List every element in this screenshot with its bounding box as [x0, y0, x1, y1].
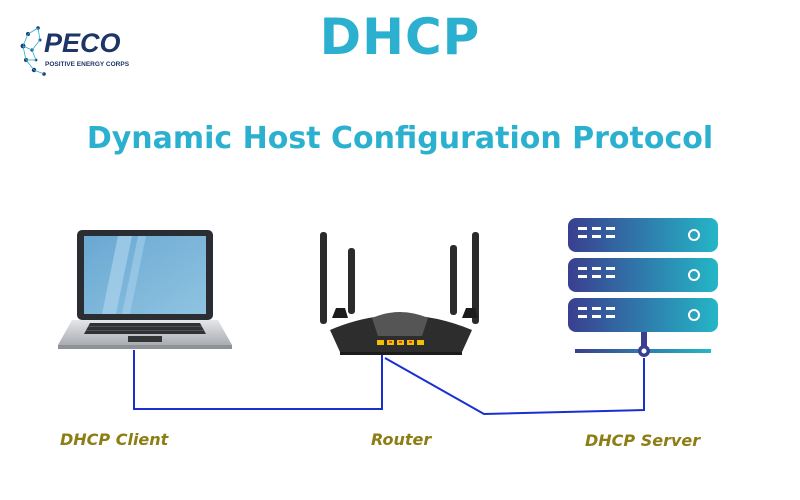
server-label: DHCP Server	[585, 431, 701, 450]
router-icon	[320, 232, 479, 355]
logo-tagline: POSITIVE ENERGY CORPS	[45, 61, 130, 68]
server-icon	[568, 218, 718, 357]
router-server-link	[384, 357, 645, 416]
server-unit	[568, 218, 718, 252]
server-unit	[568, 258, 718, 292]
peco-logo: PECO POSITIVE ENERGY CORPS	[18, 22, 158, 82]
laptop-icon	[58, 230, 232, 349]
page-subtitle: Dynamic Host Configuration Protocol	[86, 121, 714, 156]
client-label: DHCP Client	[60, 430, 169, 449]
network-links	[133, 350, 645, 416]
peco-logo-mark-icon	[20, 26, 46, 76]
page-title: DHCP	[319, 8, 481, 66]
server-unit	[568, 298, 718, 332]
client-router-link	[133, 350, 383, 410]
logo-wordmark: PECO	[44, 28, 121, 58]
router-label: Router	[371, 430, 432, 449]
